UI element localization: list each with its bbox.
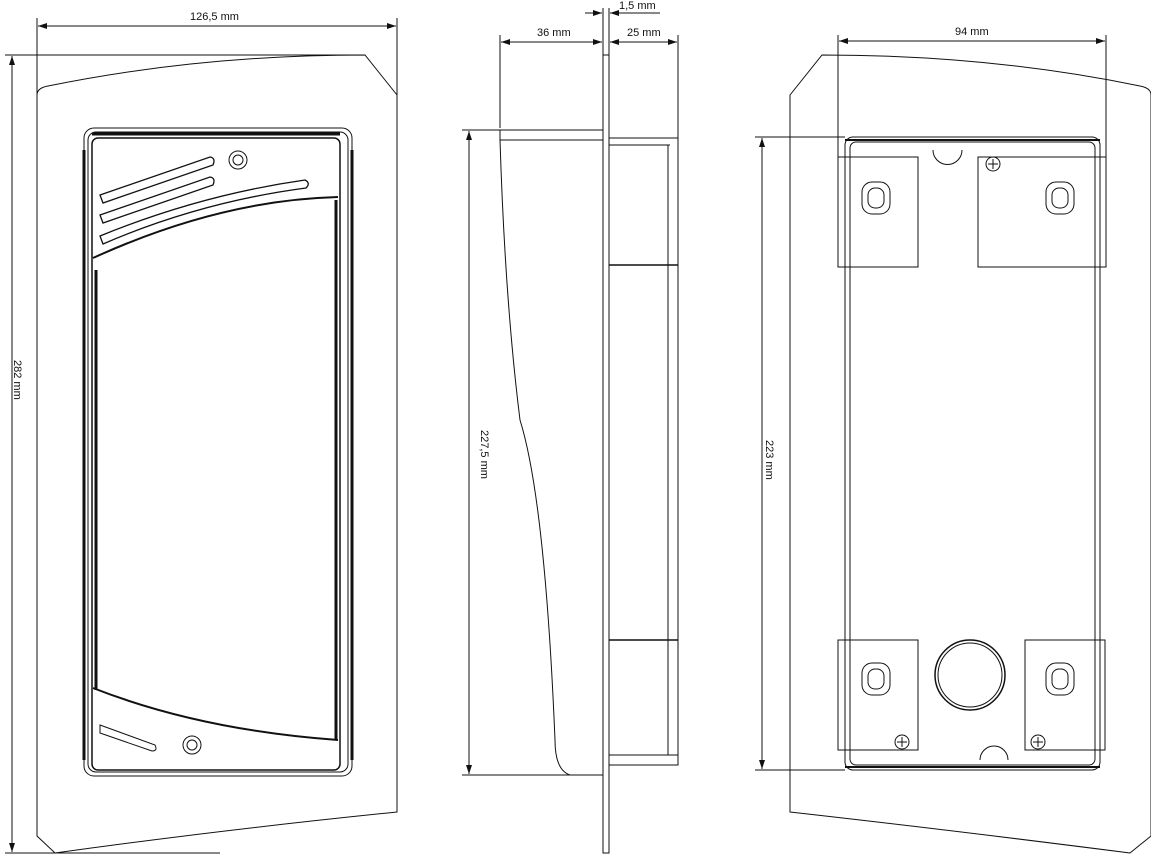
keyhole-bottom (979, 745, 1009, 761)
side-view (462, 8, 679, 854)
cable-entry-hole (934, 639, 1006, 711)
label-side-height: 227,5 mm (478, 430, 490, 479)
front-view (5, 18, 398, 854)
label-front-width: 126,5 mm (190, 11, 239, 23)
back-box-outline (844, 136, 1101, 771)
led-slot (99, 724, 157, 752)
bracket-top-left (837, 156, 919, 268)
bracket-top-right (977, 156, 1107, 268)
screw-icon (1030, 734, 1046, 750)
front-frame (83, 127, 353, 777)
label-side-depth-front: 36 mm (537, 27, 571, 39)
label-back-height: 223 mm (763, 440, 775, 480)
screw-icon (894, 734, 910, 750)
label-side-depth-back: 25 mm (627, 27, 661, 39)
top-cap-curve (92, 196, 339, 259)
front-body (499, 129, 604, 776)
bracket-bottom-left (837, 639, 919, 751)
bracket-bottom-right (1024, 639, 1106, 751)
label-plate-thickness: 1,5 mm (619, 0, 656, 12)
front-screw-top (228, 150, 248, 170)
screw-icon (985, 156, 1001, 172)
bottom-cap-curve (92, 687, 339, 741)
back-box (608, 137, 679, 766)
label-back-width: 94 mm (955, 26, 989, 38)
speaker-grille (99, 156, 309, 245)
keyhole-top (932, 149, 963, 165)
back-plate-outline (789, 54, 1151, 854)
label-front-height: 282 mm (11, 360, 23, 400)
back-view (755, 35, 1151, 854)
front-screw-bottom (182, 735, 202, 755)
mount-plate (602, 54, 610, 854)
front-plate-outline (36, 54, 398, 854)
